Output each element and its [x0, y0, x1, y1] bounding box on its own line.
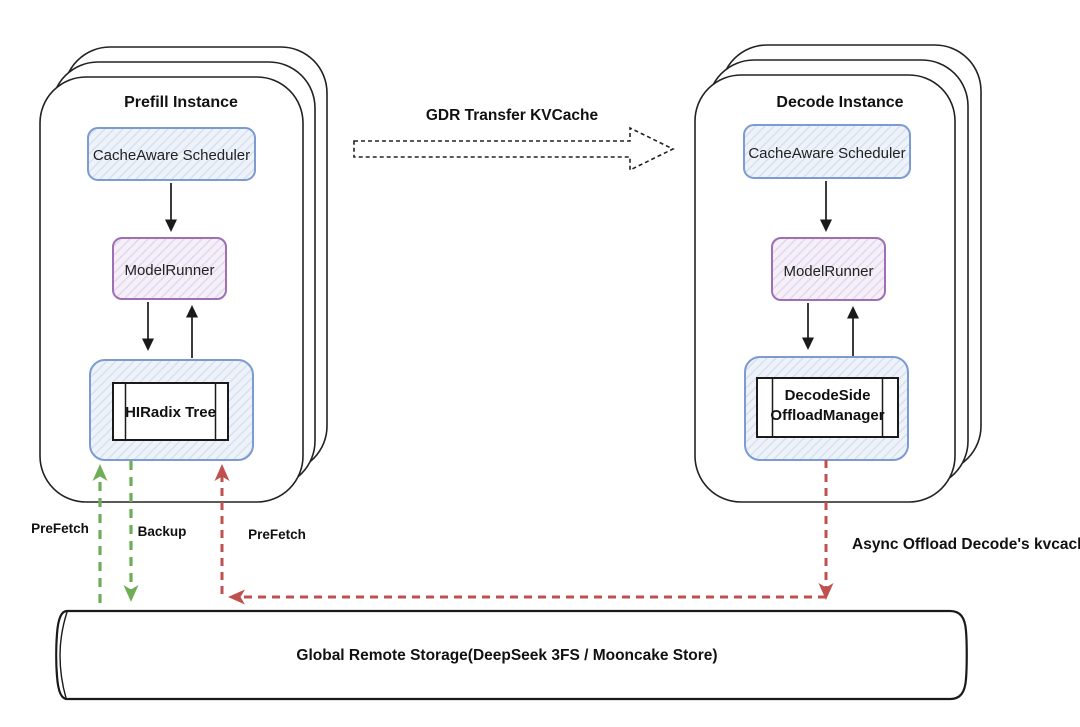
decode-instance-stack: Decode Instance CacheAware Scheduler Mod…	[694, 44, 982, 503]
hiradix-inner-rect	[112, 382, 229, 441]
async-offload-label: Async Offload Decode's kvcache	[852, 536, 1080, 553]
prefetch-right-label: PreFetch	[248, 527, 306, 542]
storage-cylinder-left-cap	[59, 611, 68, 699]
prefill-cacheaware-scheduler-box	[87, 127, 256, 181]
backup-label: Backup	[138, 524, 187, 539]
prefetch-left-label: PreFetch	[31, 521, 89, 536]
prefill-instance-title: Prefill Instance	[124, 94, 238, 111]
decode-instance-title: Decode Instance	[776, 94, 903, 111]
hiradix-tree-label: HIRadix Tree	[125, 404, 216, 421]
hiradix-tree-node: HIRadix Tree	[89, 359, 254, 461]
prefill-instance-stack: Prefill Instance CacheAware Scheduler Mo…	[39, 46, 328, 503]
gdr-transfer-label: GDR Transfer KVCache	[426, 107, 599, 124]
prefill-cacheaware-scheduler-label: CacheAware Scheduler	[93, 147, 250, 164]
offload-inner-rect	[756, 377, 899, 438]
prefill-modelrunner-label: ModelRunner	[124, 262, 214, 279]
global-remote-storage: Global Remote Storage(DeepSeek 3FS / Moo…	[55, 609, 968, 701]
decode-modelrunner-label: ModelRunner	[783, 263, 873, 280]
storage-flows: PreFetch Backup PreFetch Async Offload D…	[31, 460, 1080, 605]
offload-manager-label-line1: DecodeSide	[785, 387, 871, 404]
offload-manager-label-line2: OffloadManager	[770, 407, 884, 424]
offload-manager-node: DecodeSide OffloadManager	[744, 356, 909, 461]
storage-label: Global Remote Storage(DeepSeek 3FS / Moo…	[296, 647, 717, 664]
storage-cylinder-body	[55, 609, 968, 701]
prefill-modelrunner-box	[112, 237, 227, 300]
gdr-transfer-group: GDR Transfer KVCache	[353, 107, 675, 172]
decode-cacheaware-scheduler-box	[743, 124, 911, 179]
decode-cacheaware-scheduler-label: CacheAware Scheduler	[748, 145, 905, 162]
decode-modelrunner-box	[771, 237, 886, 301]
gdr-transfer-block-arrow	[353, 126, 675, 172]
